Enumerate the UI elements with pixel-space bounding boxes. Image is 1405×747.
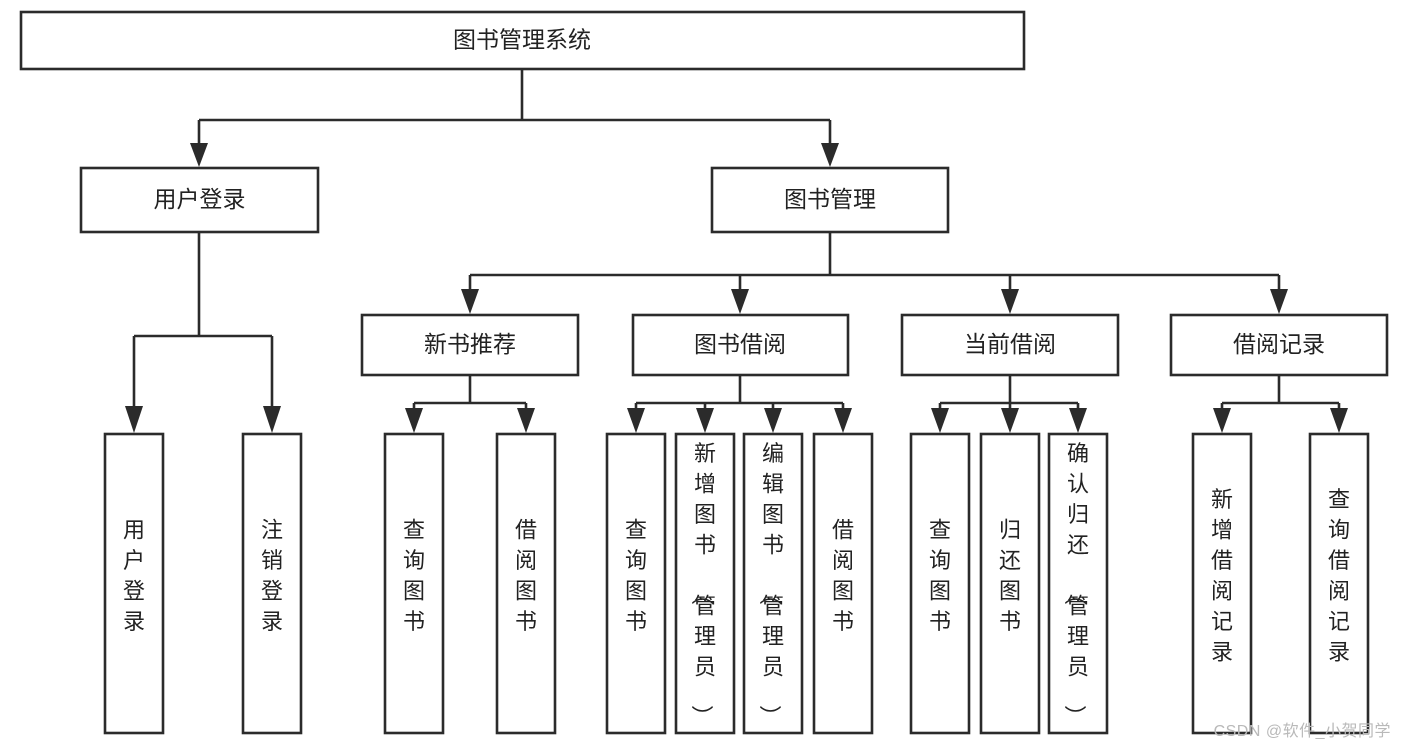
- node-leaf-add-book-label: 新增图书（管理员）: [689, 441, 716, 727]
- node-user-login-label: 用户登录: [154, 186, 246, 212]
- node-leaf-query-book-a[interactable]: 查询图书: [383, 432, 445, 735]
- arrowhead-leaf-user-login: [125, 406, 143, 433]
- node-leaf-edit-book[interactable]: 编辑图书（管理员）: [742, 432, 804, 735]
- node-book-borrow-box[interactable]: [631, 313, 850, 377]
- node-leaf-logout-box[interactable]: [241, 432, 303, 735]
- node-leaf-edit-book-box[interactable]: [742, 432, 804, 735]
- node-new-book-rec-box[interactable]: [360, 313, 580, 377]
- node-leaf-query-record[interactable]: 查询借阅记录: [1308, 432, 1370, 735]
- node-root[interactable]: 图书管理系统: [19, 10, 1026, 71]
- node-leaf-edit-book-label: 编辑图书（管理员）: [757, 441, 784, 727]
- arrowhead-leaf-add-book: [696, 408, 714, 433]
- arrowhead-book-manage: [821, 143, 839, 167]
- node-leaf-borrow-book-b-box[interactable]: [812, 432, 874, 735]
- node-leaf-return-book-box[interactable]: [979, 432, 1041, 735]
- node-borrow-record-box[interactable]: [1169, 313, 1389, 377]
- node-book-borrow-label: 图书借阅: [694, 331, 786, 357]
- node-leaf-user-login[interactable]: 用户登录: [103, 432, 165, 735]
- node-leaf-borrow-book-a[interactable]: 借阅图书: [495, 432, 557, 735]
- node-leaf-confirm-return-label: 确认归还（管理员）: [1062, 441, 1089, 727]
- arrowhead-leaf-borrow-book-a: [517, 408, 535, 433]
- node-borrow-record-label: 借阅记录: [1233, 331, 1325, 357]
- arrowhead-leaf-query-book-b: [627, 408, 645, 433]
- node-leaf-query-book-c-label: 查询图书: [929, 517, 951, 634]
- node-leaf-query-record-label: 查询借阅记录: [1328, 487, 1350, 665]
- node-leaf-query-book-a-box[interactable]: [383, 432, 445, 735]
- node-leaf-query-book-c[interactable]: 查询图书: [909, 432, 971, 735]
- node-book-manage-box[interactable]: [710, 166, 950, 234]
- node-leaf-add-record[interactable]: 新增借阅记录: [1191, 432, 1253, 735]
- node-user-login-box[interactable]: [79, 166, 320, 234]
- node-new-book-rec-label: 新书推荐: [424, 331, 516, 357]
- arrowhead-leaf-return-book: [1001, 408, 1019, 433]
- node-leaf-logout[interactable]: 注销登录: [241, 432, 303, 735]
- node-leaf-query-book-b-label: 查询图书: [625, 517, 647, 634]
- node-user-login[interactable]: 用户登录: [79, 166, 320, 234]
- node-leaf-logout-label: 注销登录: [261, 517, 283, 634]
- node-book-borrow[interactable]: 图书借阅: [631, 313, 850, 377]
- node-leaf-query-book-b-box[interactable]: [605, 432, 667, 735]
- arrowhead-leaf-query-book-c: [931, 408, 949, 433]
- node-leaf-borrow-book-a-label: 借阅图书: [515, 517, 537, 634]
- arrowhead-leaf-borrow-book-b: [834, 408, 852, 433]
- node-root-label: 图书管理系统: [453, 27, 591, 53]
- node-leaf-user-login-label: 用户登录: [123, 517, 145, 634]
- node-current-borrow-label: 当前借阅: [964, 331, 1056, 357]
- node-new-book-rec[interactable]: 新书推荐: [360, 313, 580, 377]
- node-leaf-return-book-label: 归还图书: [999, 517, 1021, 634]
- node-leaf-borrow-book-a-box[interactable]: [495, 432, 557, 735]
- node-leaf-query-record-box[interactable]: [1308, 432, 1370, 735]
- connector-layer: [125, 69, 1348, 433]
- node-leaf-borrow-book-b[interactable]: 借阅图书: [812, 432, 874, 735]
- arrowhead-leaf-add-record: [1213, 408, 1231, 433]
- arrowhead-book-borrow: [731, 289, 749, 314]
- node-leaf-return-book[interactable]: 归还图书: [979, 432, 1041, 735]
- node-leaf-borrow-book-b-label: 借阅图书: [832, 517, 854, 634]
- node-leaf-confirm-return-box[interactable]: [1047, 432, 1109, 735]
- node-leaf-confirm-return[interactable]: 确认归还（管理员）: [1047, 432, 1109, 735]
- node-book-manage[interactable]: 图书管理: [710, 166, 950, 234]
- node-current-borrow[interactable]: 当前借阅: [900, 313, 1120, 377]
- node-leaf-query-book-c-box[interactable]: [909, 432, 971, 735]
- csdn-watermark: CSDN @软件_小贺同学: [1213, 723, 1391, 740]
- arrowhead-new-book-rec: [461, 289, 479, 314]
- node-borrow-record[interactable]: 借阅记录: [1169, 313, 1389, 377]
- node-leaf-add-record-label: 新增借阅记录: [1211, 487, 1233, 665]
- node-leaf-add-book-box[interactable]: [674, 432, 736, 735]
- arrowhead-leaf-edit-book: [764, 408, 782, 433]
- node-book-manage-label: 图书管理: [784, 186, 876, 212]
- node-leaf-query-book-b[interactable]: 查询图书: [605, 432, 667, 735]
- arrowhead-current-borrow: [1001, 289, 1019, 314]
- arrowhead-borrow-record: [1270, 289, 1288, 314]
- arrowhead-leaf-query-record: [1330, 408, 1348, 433]
- arrowhead-leaf-logout: [263, 406, 281, 433]
- arrowhead-leaf-confirm-return: [1069, 408, 1087, 433]
- arrowhead-user-login: [190, 143, 208, 167]
- node-leaf-query-book-a-label: 查询图书: [403, 517, 425, 634]
- node-root-box[interactable]: [19, 10, 1026, 71]
- node-leaf-add-book[interactable]: 新增图书（管理员）: [674, 432, 736, 735]
- node-leaf-add-record-box[interactable]: [1191, 432, 1253, 735]
- node-current-borrow-box[interactable]: [900, 313, 1120, 377]
- arrowhead-leaf-query-book-a: [405, 408, 423, 433]
- node-leaf-user-login-box[interactable]: [103, 432, 165, 735]
